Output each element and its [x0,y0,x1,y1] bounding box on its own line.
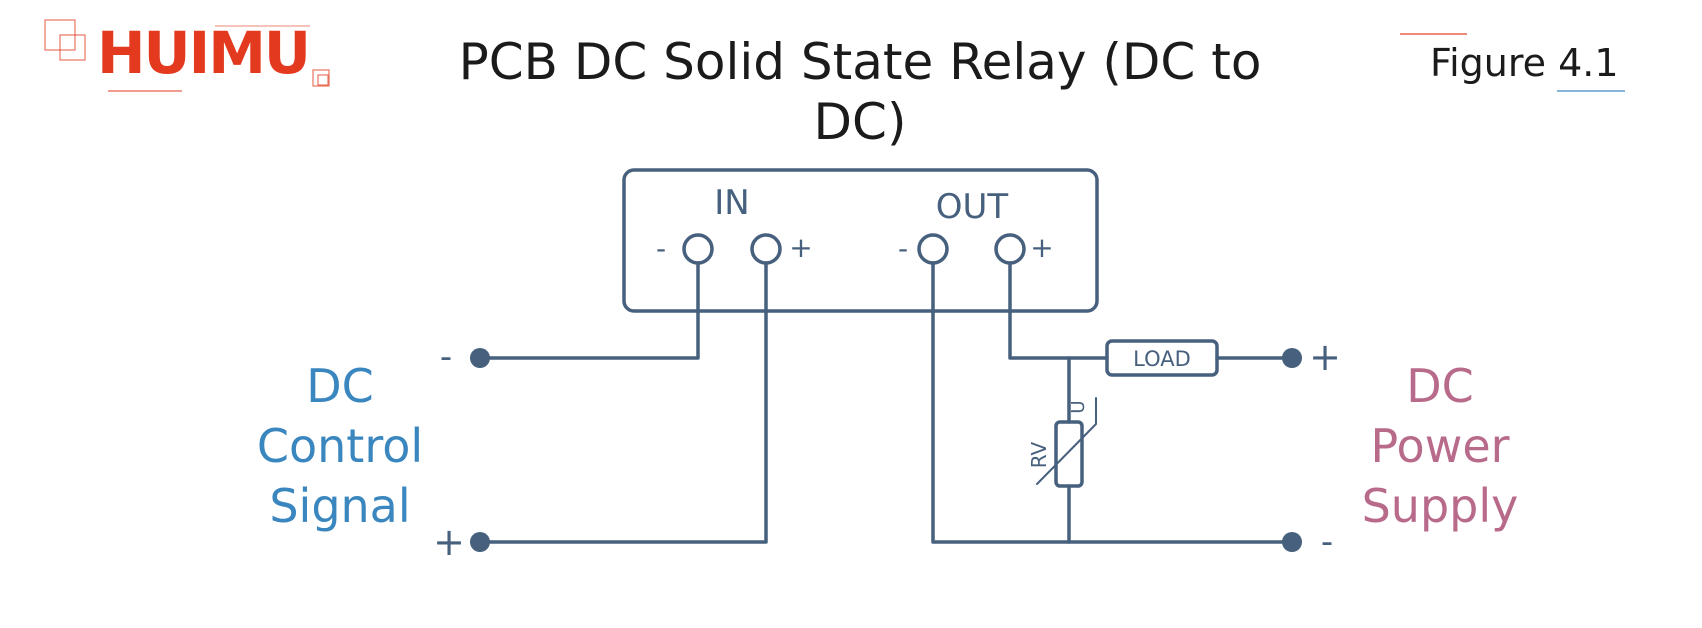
dc-control-signal-label: DC Control Signal [240,356,440,536]
logo: HUIMU [97,19,311,87]
wire-in-plus [478,261,768,544]
u-label: U [1068,400,1089,413]
relay-body [622,168,1099,313]
right-label-line-2: Power [1370,419,1510,473]
in-plus-terminal [750,233,782,265]
in-label: IN [714,183,749,223]
dc-power-supply-label: DC Power Supply [1340,356,1540,536]
out-minus-sign: - [898,232,908,265]
left-label-line-1: DC [306,359,374,413]
wire-out-plus [1008,261,1109,360]
page-title: PCB DC Solid State Relay (DC to DC) [458,33,1262,151]
out-label: OUT [936,187,1009,227]
left-label-line-3: Signal [269,479,411,533]
wire-in-minus [478,261,700,360]
in-minus-terminal [682,233,714,265]
left-plus-dot [470,532,490,552]
out-plus-terminal [994,233,1026,265]
in-plus-sign: + [789,231,812,264]
left-plus-sign: + [433,520,465,564]
varistor-slash [1036,397,1097,485]
wire-out-minus [931,261,1294,544]
left-minus-dot [470,348,490,368]
out-minus-terminal [917,233,949,265]
in-minus-sign: - [656,232,666,265]
rv-label: RV [1027,441,1051,468]
right-label-line-3: Supply [1361,479,1519,533]
figure-label: Figure 4.1 [1430,41,1619,85]
right-minus-dot [1282,532,1302,552]
right-plus-sign: + [1309,335,1341,379]
left-minus-sign: - [440,337,452,377]
load-label: LOAD [1133,347,1191,371]
right-label-line-1: DC [1406,359,1474,413]
left-label-line-2: Control [256,419,424,473]
right-minus-sign: - [1321,522,1333,562]
out-plus-sign: + [1030,231,1053,264]
varistor [1054,420,1084,488]
right-plus-dot [1282,348,1302,368]
